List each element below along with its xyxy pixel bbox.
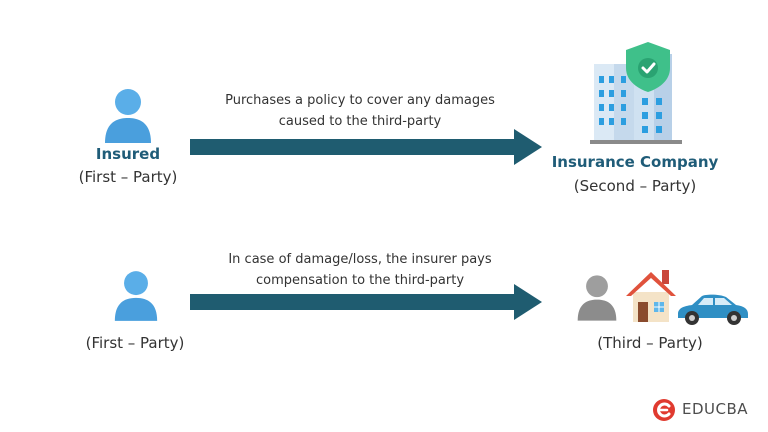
- person-icon: [114, 271, 158, 321]
- educba-logo-icon: [653, 399, 675, 421]
- third-party-label: (Third – Party): [597, 334, 703, 352]
- bottom-caption-line2: compensation to the third-party: [255, 273, 465, 288]
- person-gray-icon: [577, 275, 617, 321]
- top-caption-line1: Purchases a policy to cover any damages: [225, 93, 495, 108]
- bottom-arrow: [190, 284, 542, 320]
- bottom-caption-line1: In case of damage/loss, the insurer pays: [228, 252, 492, 267]
- car-icon: [678, 294, 748, 325]
- insurance-building-shield-icon: [590, 42, 682, 144]
- bottom-caption: In case of damage/loss, the insurer pays…: [190, 249, 530, 291]
- first-party-label: (First – Party): [85, 334, 185, 352]
- insured-sub: (First – Party): [78, 168, 178, 186]
- insured-title: Insured: [95, 145, 161, 163]
- top-caption: Purchases a policy to cover any damages …: [190, 90, 530, 132]
- insurance-company-title: Insurance Company: [551, 153, 719, 171]
- insurance-company-sub: (Second – Party): [573, 177, 697, 195]
- top-caption-line2: caused to the third-party: [278, 114, 442, 129]
- house-icon: [626, 270, 676, 322]
- top-arrow: [190, 129, 542, 165]
- person-icon: [105, 89, 151, 143]
- brand-name: EDUCBA: [682, 400, 749, 418]
